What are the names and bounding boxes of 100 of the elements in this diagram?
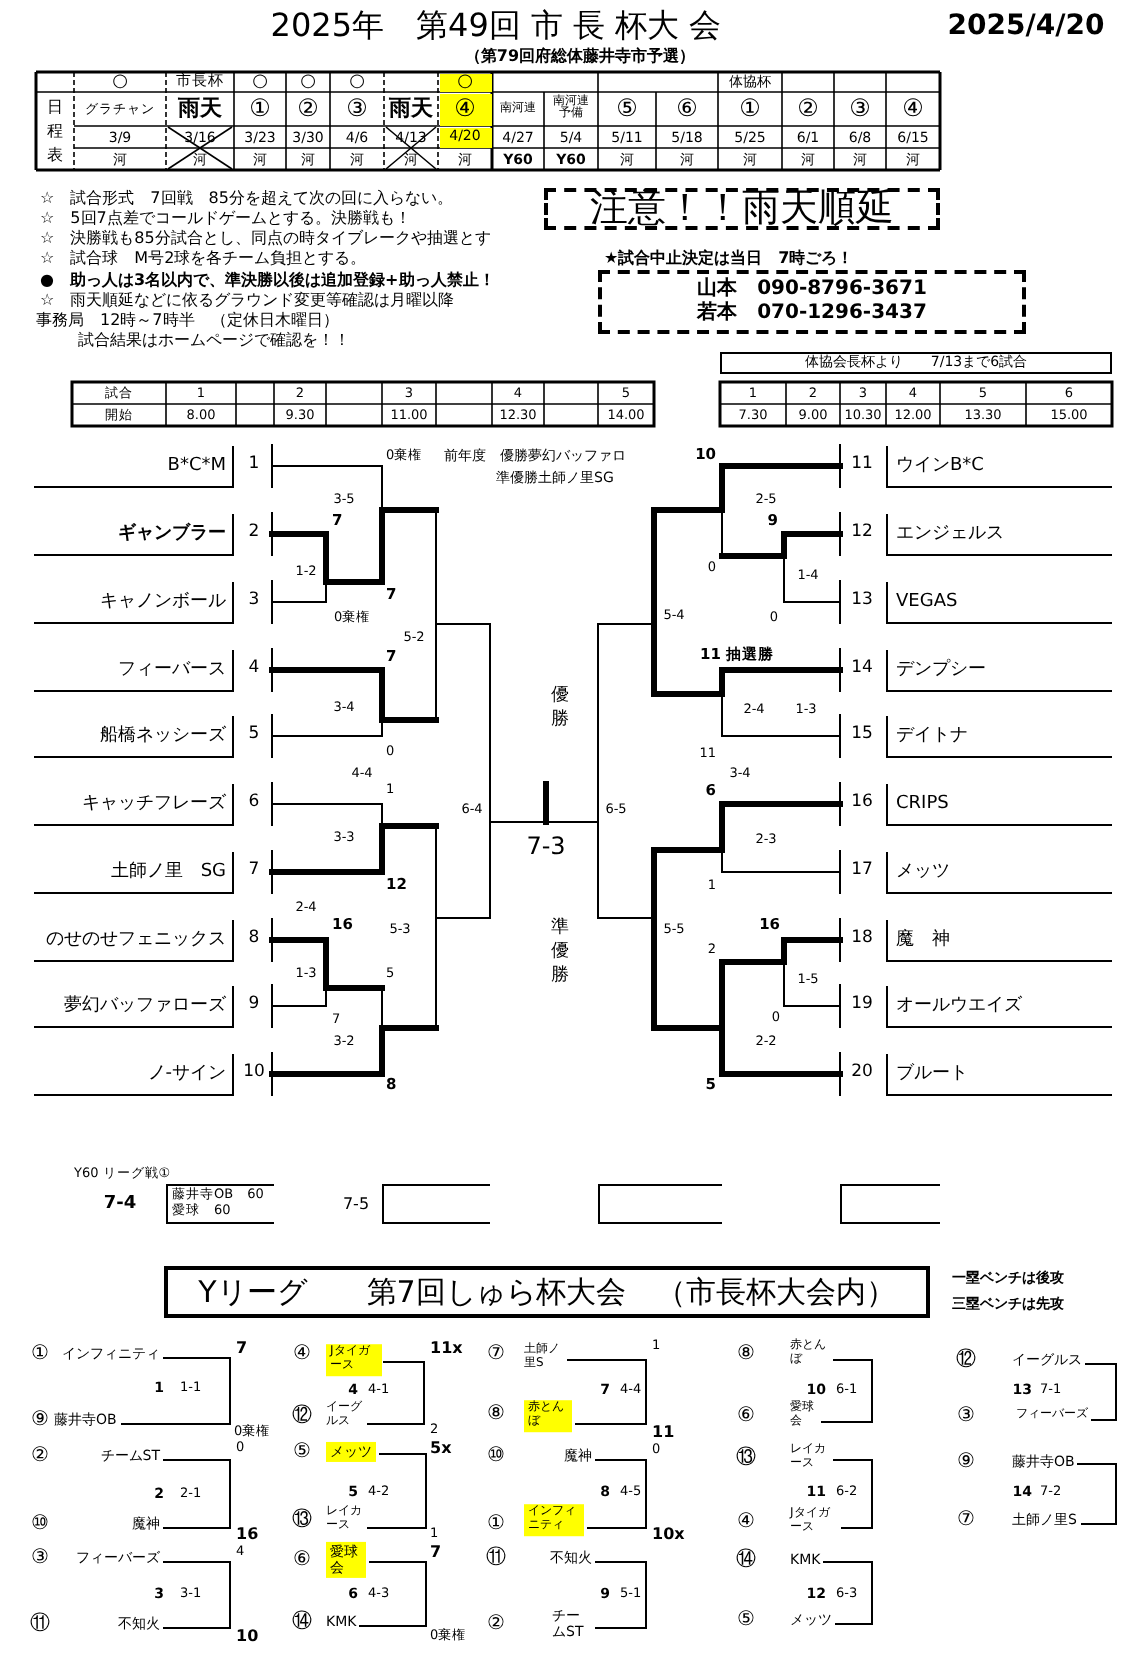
seed-number: 5 <box>248 726 260 746</box>
score: 7 <box>430 1542 442 1562</box>
team-slot: ウインB*C <box>886 445 1112 487</box>
schedule-cell: ① <box>739 95 761 123</box>
row-heading: 日程表 <box>47 95 63 167</box>
team-slot: VEGAS <box>886 581 1112 623</box>
seed-number: 8 <box>248 930 260 950</box>
team-slot: キャノンボール <box>34 581 234 623</box>
empty-bracket <box>382 1184 490 1224</box>
team-number: ⑫ <box>956 1348 976 1372</box>
seed-number: 11 <box>851 456 873 476</box>
schedule-cell: ② <box>797 95 819 123</box>
seed-number: 10 <box>243 1064 265 1084</box>
date: 2025/4/20 <box>947 9 1105 43</box>
team-number: ③ <box>957 1404 975 1428</box>
team-number: ⑦ <box>487 1342 505 1366</box>
team-number: ⑨ <box>957 1450 975 1474</box>
cancellation-notice: ★試合中止決定は当日 7時ごろ！ <box>604 248 854 268</box>
seed-number: 4 <box>248 660 260 680</box>
team-number: ② <box>31 1444 49 1468</box>
team-slot: デンプシー <box>886 649 1112 691</box>
note-line: ☆ 試合形式 7回戦 85分を超えて次の回に入らない。 <box>40 188 453 208</box>
seed-number: 19 <box>851 996 873 1016</box>
team-slot: デイトナ <box>886 715 1112 757</box>
team-slot: フィーバース <box>34 649 234 691</box>
schedule-cell: ③ <box>849 95 871 123</box>
schedule-cell: ① <box>249 95 271 123</box>
seed-number: 17 <box>851 862 873 882</box>
team-slot: 土師ノ里 SG <box>34 851 234 893</box>
team-number: ⑪ <box>30 1612 50 1636</box>
note-line: ☆ 5回7点差でコールドゲームとする。決勝戦も！ <box>40 208 411 228</box>
team-number: ⑥ <box>737 1404 755 1428</box>
seed-number: 20 <box>851 1064 873 1084</box>
contact-line: 山本 090-8796-3671 <box>697 278 927 301</box>
contact-box <box>598 270 1026 334</box>
team-number: ④ <box>737 1510 755 1534</box>
team-slot: オールウエイズ <box>886 985 1112 1027</box>
score: 11 <box>652 1422 675 1442</box>
schedule-cell: ○ <box>252 71 268 93</box>
schedule-cell: ③ <box>346 95 368 123</box>
note-line: ☆ 雨天順延などに依るグラウンド変更等確認は月曜以降 <box>40 290 455 310</box>
seed-number: 16 <box>851 794 873 814</box>
result-heading: 優勝 <box>551 683 569 733</box>
seed-number: 15 <box>851 726 873 746</box>
seed-number: 13 <box>851 592 873 612</box>
team-number: ⑪ <box>486 1546 506 1570</box>
seed-number: 2 <box>248 524 260 544</box>
note-line: 事務局 12時～7時半 （定休日木曜日） <box>36 310 339 330</box>
match-result: 7-3 <box>526 834 566 862</box>
team-slot: エンジェルス <box>886 513 1112 555</box>
schedule-cell: ⑥ <box>676 95 698 123</box>
match-result: 7-5 <box>342 1194 370 1214</box>
team-slot: メッツ <box>886 851 1112 893</box>
team-number: ⑫ <box>292 1404 312 1428</box>
team-number: ⑥ <box>293 1548 311 1572</box>
seed-number: 18 <box>851 930 873 950</box>
subtitle: （第79回府総体藤井寺市予選） <box>464 46 696 66</box>
schedule-cell: 雨天 <box>178 96 222 122</box>
result-heading: 準優勝 <box>551 915 569 989</box>
team-number: ⑤ <box>737 1608 755 1632</box>
seed-number: 1 <box>248 456 260 476</box>
seed-number: 7 <box>248 862 260 882</box>
team-slot: キャッチフレーズ <box>34 783 234 825</box>
team-number: ⑦ <box>957 1508 975 1532</box>
team-number: ② <box>487 1612 505 1636</box>
score: 11x <box>430 1338 463 1358</box>
team-slot: 魔 神 <box>886 919 1112 961</box>
score: 10 <box>236 1626 259 1646</box>
schedule-cell: ○ <box>112 71 128 93</box>
team-number: ⑩ <box>31 1512 49 1536</box>
league-result-bracket <box>166 1184 274 1224</box>
score: 16 <box>236 1524 259 1544</box>
highlighted-cell: ④ <box>439 93 491 125</box>
seed-number: 12 <box>851 524 873 544</box>
team-slot: 船橋ネッシーズ <box>34 715 234 757</box>
team-number: ⑤ <box>293 1440 311 1464</box>
schedule-cell: 雨天 <box>389 96 433 122</box>
empty-bracket <box>840 1184 940 1224</box>
team-number: ⑨ <box>31 1408 49 1432</box>
team-number: ① <box>487 1512 505 1536</box>
score: 7 <box>236 1338 248 1358</box>
team-number: ⑬ <box>736 1446 756 1470</box>
seed-number: 3 <box>248 592 260 612</box>
team-number: ⑬ <box>292 1508 312 1532</box>
note-line: 試合結果はホームページで確認を！！ <box>78 330 350 350</box>
team-slot: CRIPS <box>886 783 1112 825</box>
team-number: ⑭ <box>292 1610 312 1634</box>
section-title-banner: Yリーグ 第7回しゅら杯大会 （市長杯大会内） <box>164 1266 930 1318</box>
team-number: ① <box>31 1342 49 1366</box>
seed-number: 14 <box>851 660 873 680</box>
schedule-cell: ○ <box>349 71 365 93</box>
note-line: ● 助っ人は3名以内で、準決勝以後は追加登録+助っ人禁止！ <box>40 270 495 290</box>
page-title: 2025年 第49回 市 長 杯大 会 <box>270 7 722 45</box>
team-slot: ノ-サイン <box>34 1053 234 1095</box>
schedule-cell: ② <box>297 95 319 123</box>
team-slot: 夢幻バッファローズ <box>34 985 234 1027</box>
team-number: ③ <box>31 1546 49 1570</box>
contact-line: 若本 070-1296-3437 <box>697 302 927 326</box>
team-number: ⑩ <box>487 1444 505 1468</box>
note-line: ☆ 試合球 M号2球を各チーム負担とする。 <box>40 248 367 268</box>
